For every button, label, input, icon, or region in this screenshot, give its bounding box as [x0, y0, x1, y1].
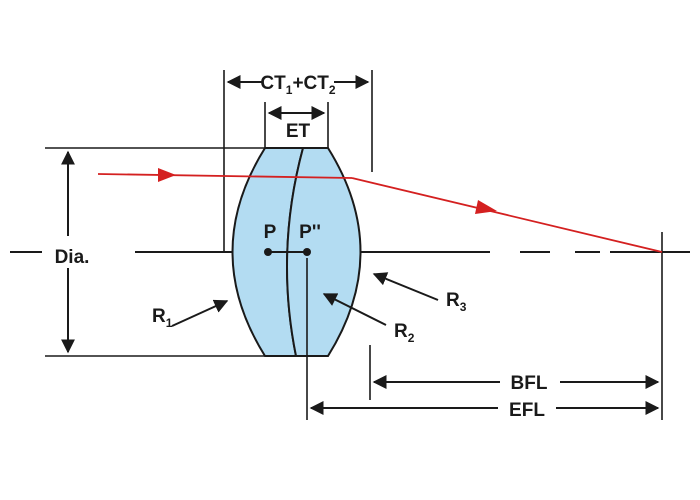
- light-ray: [97, 168, 663, 253]
- r1-label: R1: [152, 306, 173, 330]
- r3-pointer-arrow: [372, 272, 439, 301]
- ct-label: CT1+CT2: [260, 73, 335, 97]
- dia-label: Dia.: [55, 247, 90, 268]
- r3-label: R3: [446, 290, 467, 314]
- edge-thickness-dimension: [264, 102, 329, 148]
- bfl-label: BFL: [511, 373, 548, 394]
- r2-pointer-arrow: [322, 293, 387, 326]
- et-label: ET: [286, 121, 311, 142]
- p-double-prime-label: P'': [299, 222, 321, 243]
- efl-label: EFL: [509, 400, 545, 421]
- diameter-extension-lines: [45, 147, 265, 357]
- center-thickness-dimension: [223, 70, 373, 252]
- ray-arrow-2: [475, 200, 497, 214]
- principal-point-p: [264, 248, 272, 256]
- diameter-dimension: [42, 150, 102, 354]
- r2-label: R2: [394, 321, 415, 345]
- principal-point-p-double-prime: [303, 248, 311, 256]
- p-label: P: [264, 222, 277, 243]
- ray-arrow-1: [158, 168, 176, 182]
- r1-pointer-arrow: [171, 299, 229, 327]
- principal-points: [264, 248, 311, 256]
